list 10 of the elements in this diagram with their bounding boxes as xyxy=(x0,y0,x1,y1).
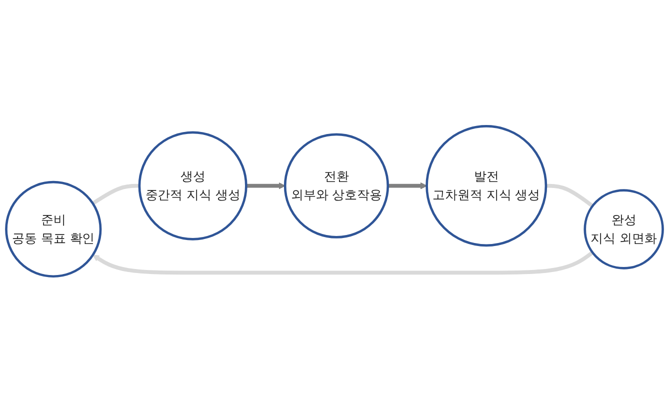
connector xyxy=(92,184,140,205)
node-circle: 준비 공동 목표 확인 xyxy=(5,180,102,278)
node-circle: 전환 외부와 상호작용 xyxy=(284,132,390,238)
arrow xyxy=(246,182,286,189)
connector xyxy=(546,184,594,208)
arrow xyxy=(388,182,428,189)
arrow xyxy=(92,250,594,274)
node-circle: 생성 중간적 지식 생성 xyxy=(138,130,248,240)
node-circle: 발전 고차원적 지식 생성 xyxy=(426,124,548,246)
node-circle: 완성 지식 외면화 xyxy=(584,188,664,270)
